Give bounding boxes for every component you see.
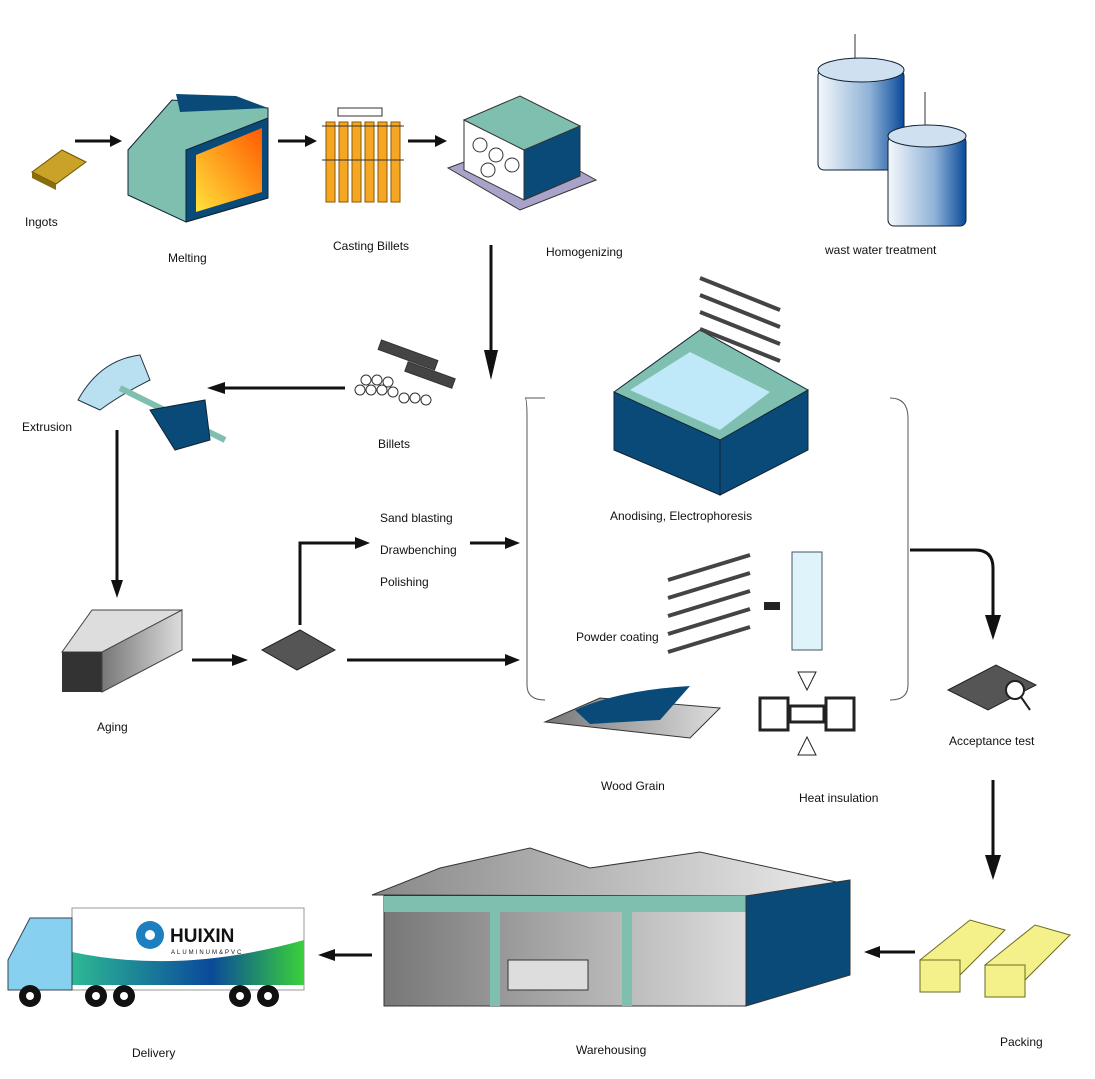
label-casting-billets: Casting Billets [333,239,409,253]
wood-grain-icon [543,686,722,739]
label-delivery: Delivery [132,1046,175,1060]
surface-bracket-left [524,397,546,701]
label-wood-grain: Wood Grain [601,779,665,793]
label-heat-insulation: Heat insulation [799,791,878,805]
label-anodising: Anodising, Electrophoresis [610,509,752,523]
delivery-truck-icon: HUIXIN ALUMINUM&PVC [7,907,305,1007]
anodising-tank-icon [613,276,809,496]
label-waste-water: wast water treatment [824,243,937,257]
billets-icon [354,339,456,406]
aging-oven-icon [61,609,183,693]
label-ingots: Ingots [25,215,58,229]
label-polishing: Polishing [380,575,429,589]
powder-coating-icon [667,551,823,654]
truck-brand: HUIXIN [170,926,234,947]
casting-billets-icon [322,107,404,203]
label-warehousing: Warehousing [576,1043,646,1057]
flow-arrows [75,135,1001,961]
label-homogenizing: Homogenizing [546,245,623,259]
label-extrusion: Extrusion [22,420,72,434]
label-acceptance-test: Acceptance test [949,734,1035,748]
label-melting: Melting [168,251,207,265]
homogenizing-oven-icon [446,95,598,211]
surface-bracket-right [889,397,909,701]
label-drawbenching: Drawbenching [380,543,457,557]
waste-water-tanks-icon [817,34,967,227]
aluminum-profile-icon [260,629,337,671]
label-billets: Billets [378,437,410,451]
extrusion-press-icon [77,354,227,451]
ingots-icon [31,149,87,190]
label-sand-blasting: Sand blasting [380,511,453,525]
label-aging: Aging [97,720,128,734]
label-packing: Packing [1000,1035,1043,1049]
packing-bundles-icon [919,919,1071,998]
truck-tagline: ALUMINUM&PVC [171,950,243,956]
warehouse-icon [371,847,851,1007]
heat-insulation-icon [758,671,856,756]
label-powder-coating: Powder coating [576,630,659,644]
melting-furnace-icon [127,94,269,223]
acceptance-test-icon [946,664,1038,711]
